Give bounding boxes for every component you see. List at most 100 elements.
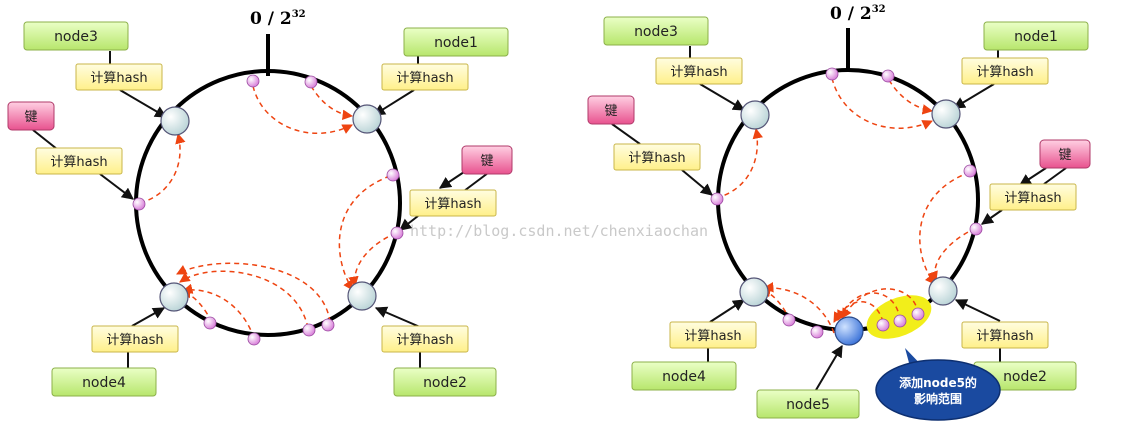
key-position-dot bbox=[911, 307, 925, 321]
node-label-node1: node1 bbox=[983, 21, 1089, 51]
connector-arrow bbox=[99, 173, 134, 200]
hash-label: 计算hash bbox=[961, 321, 1049, 349]
key-position-dot bbox=[386, 168, 400, 182]
key-label: 键 bbox=[1039, 139, 1091, 169]
server-node bbox=[739, 277, 769, 307]
svg-text:计算hash: 计算hash bbox=[50, 155, 107, 170]
svg-text:键: 键 bbox=[604, 104, 617, 119]
mapping-arrow bbox=[841, 288, 919, 319]
connector-arrow bbox=[952, 83, 995, 109]
connector-line bbox=[1043, 167, 1067, 185]
hash-label: 计算hash bbox=[75, 63, 163, 91]
key-position-dot bbox=[825, 67, 839, 81]
connector-arrow bbox=[981, 209, 1003, 225]
mapping-arrow bbox=[176, 262, 331, 323]
svg-text:计算hash: 计算hash bbox=[396, 333, 453, 348]
hash-label: 计算hash bbox=[381, 63, 469, 91]
svg-text:计算hash: 计算hash bbox=[628, 151, 685, 166]
key-position-dot bbox=[132, 197, 146, 211]
server-node bbox=[740, 100, 770, 130]
svg-text:添加node5的: 添加node5的 bbox=[899, 375, 977, 390]
left-diagram: 0 / 232 bbox=[7, 9, 513, 397]
mapping-arrow bbox=[919, 171, 971, 285]
key-position-dot bbox=[782, 313, 796, 327]
connector-arrow bbox=[439, 171, 465, 189]
svg-text:计算hash: 计算hash bbox=[90, 71, 147, 86]
node-label-node4: node4 bbox=[51, 367, 157, 397]
node-label-node3: node3 bbox=[603, 16, 709, 46]
hash-label: 计算hash bbox=[961, 57, 1049, 85]
key-position-dot bbox=[302, 323, 316, 337]
key-position-dot bbox=[881, 69, 895, 83]
connector-arrow bbox=[954, 299, 1001, 322]
mapping-arrow bbox=[139, 132, 186, 204]
key-position-dot bbox=[810, 325, 824, 339]
hash-label: 计算hash bbox=[613, 143, 701, 171]
key-label: 键 bbox=[7, 101, 55, 131]
svg-text:计算hash: 计算hash bbox=[670, 65, 727, 80]
svg-text:node4: node4 bbox=[662, 369, 706, 385]
mapping-arrow bbox=[252, 85, 353, 134]
mapping-arrow bbox=[179, 287, 213, 323]
mapping-arrow bbox=[310, 85, 354, 121]
svg-text:计算hash: 计算hash bbox=[976, 329, 1033, 344]
mapping-arrow bbox=[179, 270, 309, 329]
hash-label: 计算hash bbox=[655, 57, 743, 85]
svg-text:计算hash: 计算hash bbox=[976, 65, 1033, 80]
hash-label: 计算hash bbox=[35, 147, 123, 175]
svg-text:node5: node5 bbox=[786, 397, 830, 413]
mapping-arrow bbox=[762, 282, 835, 334]
mapping-arrow bbox=[715, 127, 763, 199]
node-label-node1: node1 bbox=[403, 27, 509, 57]
svg-text:计算hash: 计算hash bbox=[684, 329, 741, 344]
node-label-node3: node3 bbox=[23, 21, 129, 51]
svg-text:node2: node2 bbox=[423, 375, 467, 391]
node-label-node4: node4 bbox=[631, 361, 737, 391]
connector-arrow bbox=[374, 306, 421, 328]
mapping-arrow bbox=[927, 227, 977, 282]
svg-text:键: 键 bbox=[480, 154, 493, 169]
hash-label: 计算hash bbox=[989, 183, 1077, 211]
mapping-arrow bbox=[181, 283, 255, 339]
impact-callout: 添加node5的 影响范围 bbox=[875, 348, 1001, 421]
svg-text:计算hash: 计算hash bbox=[1004, 191, 1061, 206]
ring-top-label: 0 / 232 bbox=[830, 4, 886, 24]
key-label: 键 bbox=[587, 95, 635, 125]
key-position-dot bbox=[893, 314, 907, 328]
mapping-arrow bbox=[348, 232, 397, 288]
server-node bbox=[347, 281, 377, 311]
svg-text:影响范围: 影响范围 bbox=[914, 391, 962, 406]
svg-text:计算hash: 计算hash bbox=[396, 71, 453, 86]
server-node bbox=[352, 104, 382, 134]
connector-arrow bbox=[399, 215, 419, 231]
key-position-dot bbox=[246, 74, 260, 88]
server-node-new bbox=[834, 316, 864, 346]
connector-arrow bbox=[131, 307, 166, 327]
key-position-dot bbox=[390, 226, 404, 240]
key-position-dot bbox=[963, 164, 977, 178]
svg-text:计算hash: 计算hash bbox=[106, 333, 163, 348]
server-node bbox=[928, 276, 958, 306]
connector-arrow bbox=[119, 89, 168, 118]
key-position-dot bbox=[203, 316, 217, 330]
hash-label: 计算hash bbox=[381, 325, 469, 353]
server-node bbox=[931, 99, 961, 129]
hash-label: 计算hash bbox=[669, 321, 757, 349]
svg-text:node3: node3 bbox=[634, 24, 678, 40]
right-diagram: 0 / 232 bbox=[587, 4, 1091, 421]
ring-top-label: 0 / 232 bbox=[250, 9, 306, 29]
hash-label: 计算hash bbox=[91, 325, 179, 353]
watermark: http://blog.csdn.net/chenxiaochan bbox=[410, 222, 708, 240]
connector-arrow bbox=[709, 299, 746, 323]
connector-arrow bbox=[815, 344, 843, 391]
key-label: 键 bbox=[461, 145, 513, 175]
server-node bbox=[160, 106, 190, 136]
connector-line bbox=[463, 172, 489, 192]
connector-arrow bbox=[699, 83, 746, 111]
key-position-dot bbox=[876, 318, 890, 332]
svg-text:node1: node1 bbox=[434, 35, 478, 51]
key-position-dot bbox=[304, 75, 318, 89]
key-position-dot bbox=[321, 318, 335, 332]
connector-arrow bbox=[681, 169, 713, 196]
